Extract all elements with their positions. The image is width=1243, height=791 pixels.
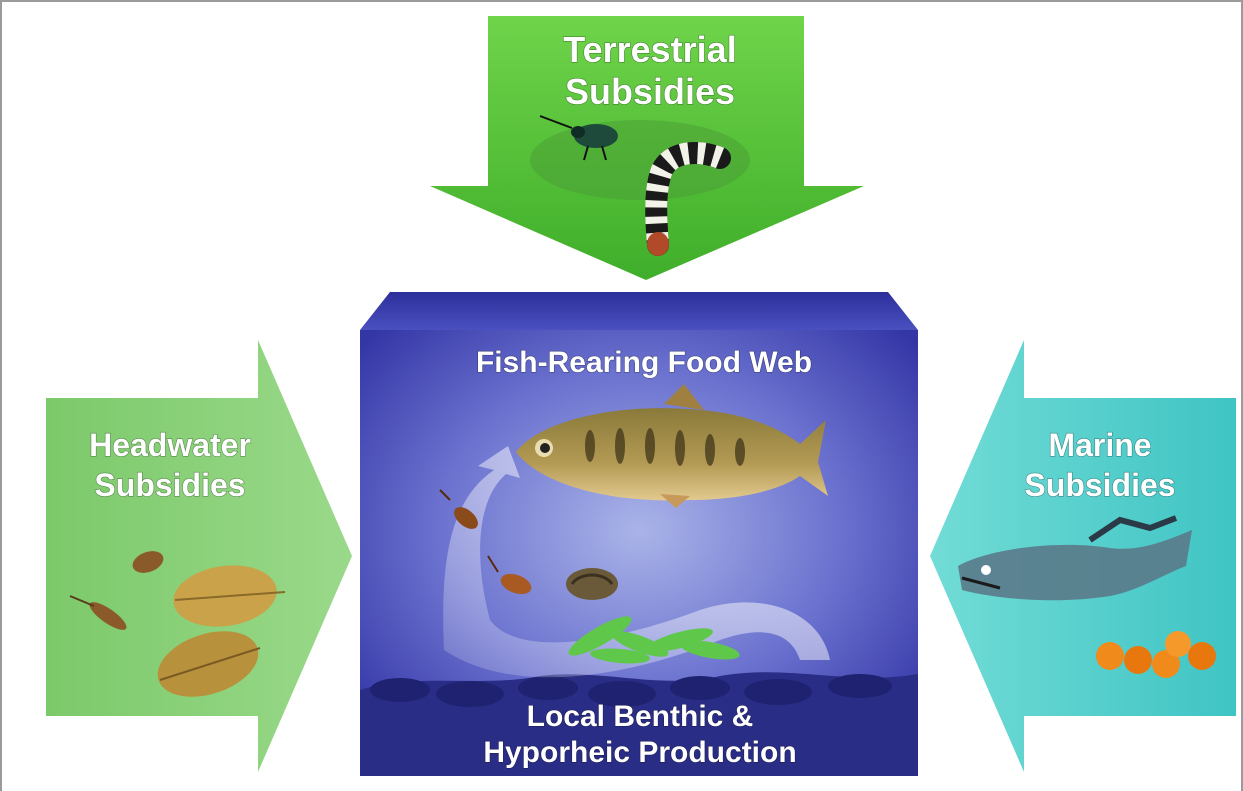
terrestrial-label-line2: Subsidies [565,71,735,112]
energy-flow-arrow [443,446,830,678]
headwater-label-line1: Headwater [89,427,251,463]
snail-icon [566,568,618,600]
caterpillar-icon [645,142,731,256]
marine-label-line1: Marine [1048,427,1151,463]
leaf-icon [157,565,286,697]
benthic-stones [370,674,892,707]
benthic-label-line1: Local Benthic & [527,700,754,733]
terrestrial-label-line1: Terrestrial [563,29,736,70]
terrestrial-subsidies-arrow: Terrestrial Subsidies [430,16,864,280]
salmon-carcass-icon [958,515,1192,601]
benthic-label-line2: Hyporheic Production [483,736,796,769]
center-title: Fish-Rearing Food Web [476,346,812,379]
insect-larva-icon [69,551,164,630]
headwater-label-line2: Subsidies [94,467,245,503]
salmon-eggs-icon [1096,631,1216,678]
fish-icon [516,384,828,508]
algae-icon [568,616,740,664]
headwater-subsidies-arrow: Headwater Subsidies [46,340,352,772]
marine-label-line2: Subsidies [1024,467,1175,503]
marine-subsidies-arrow: Marine Subsidies [930,340,1236,772]
beetle-icon [539,115,618,161]
insect-larva-icon [439,489,532,595]
fish-rearing-food-web-box: Fish-Rearing Food Web [360,292,918,776]
